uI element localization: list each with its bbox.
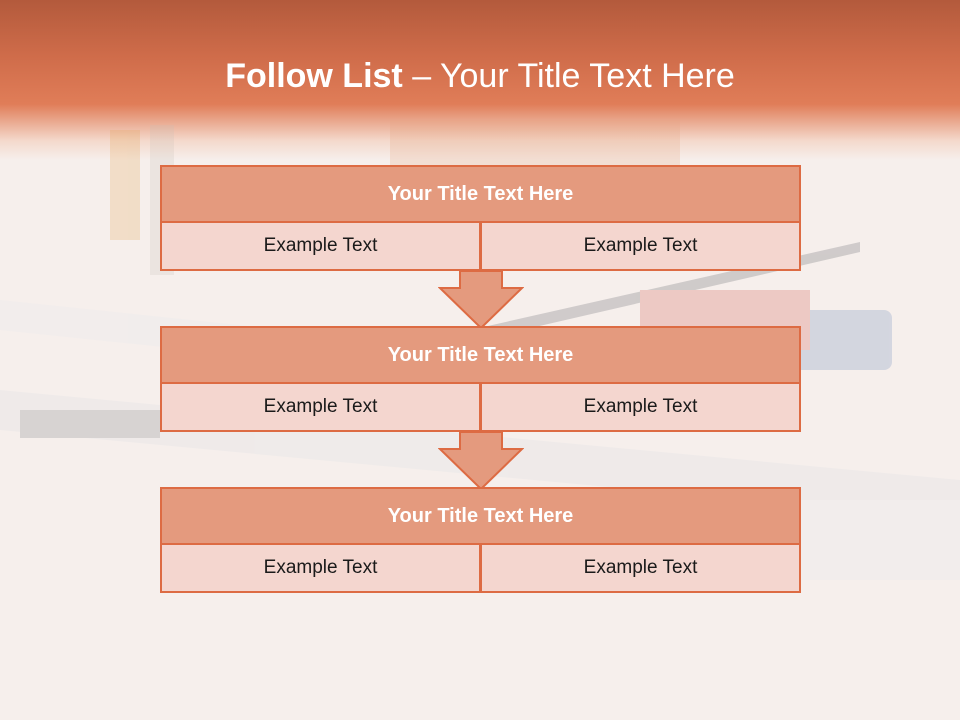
step-2-right-cell: Example Text [480,382,801,432]
step-block-1: Your Title Text Here Example Text Exampl… [160,165,801,271]
step-title-2: Your Title Text Here [160,326,801,384]
step-3-left-cell: Example Text [160,543,481,593]
step-1-left-cell: Example Text [160,221,481,271]
step-block-2: Your Title Text Here Example Text Exampl… [160,326,801,432]
down-arrow-2 [438,431,524,491]
step-block-3: Your Title Text Here Example Text Exampl… [160,487,801,593]
title-bold: Follow List [225,57,403,95]
title-banner [0,0,960,160]
step-title-3: Your Title Text Here [160,487,801,545]
step-1-right-cell: Example Text [480,221,801,271]
step-title-1: Your Title Text Here [160,165,801,223]
down-arrow-1 [438,270,524,330]
title-rest: – Your Title Text Here [402,57,735,95]
step-3-right-cell: Example Text [480,543,801,593]
step-2-left-cell: Example Text [160,382,481,432]
page-title: Follow List – Your Title Text Here [0,56,960,96]
